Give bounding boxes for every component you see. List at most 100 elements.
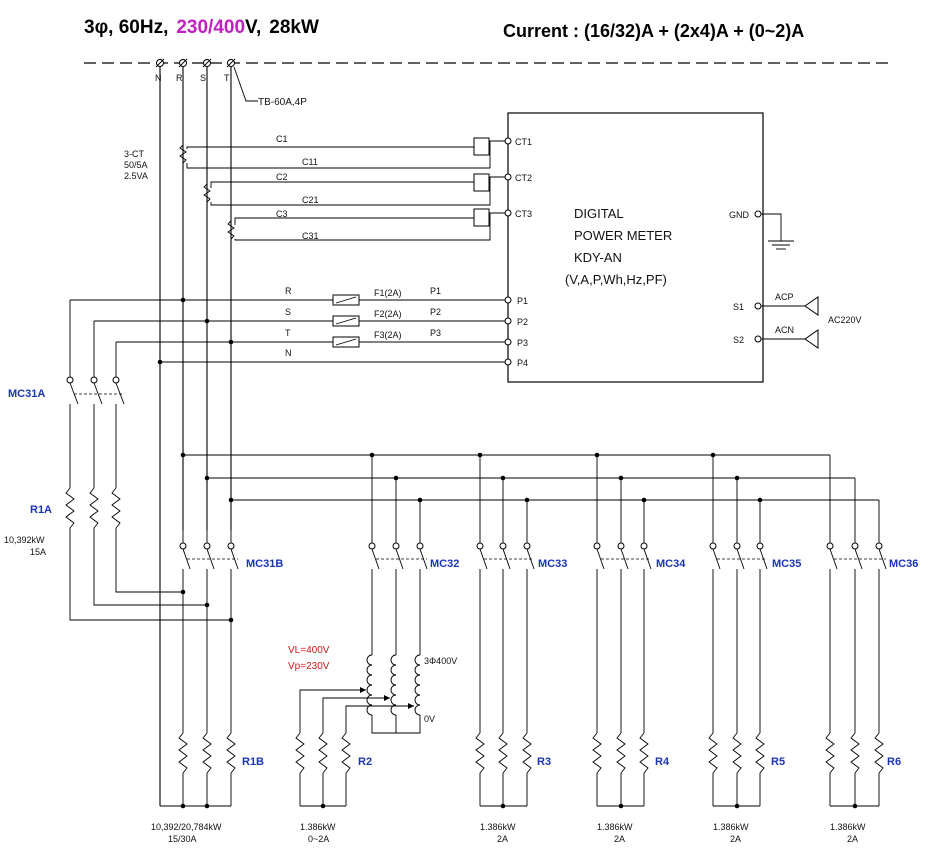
svg-text:C21: C21: [302, 195, 319, 205]
r4-rating-current: 2A: [614, 834, 625, 844]
svg-text:ACP: ACP: [775, 292, 794, 302]
fuses: [332, 294, 360, 348]
r3-label: R3: [537, 756, 551, 768]
svg-text:T: T: [285, 328, 291, 338]
r1b-label: R1B: [242, 756, 264, 768]
header-current-spec: Current : (16/32)A + (2x4)A + (0~2)A: [503, 21, 804, 41]
mc34-branch: [592, 452, 652, 809]
r1b-rating-power: 10,392/20,784kW: [151, 822, 222, 832]
terminal-block-label: TB-60A,4P: [258, 97, 307, 108]
r1a-resistor: [65, 487, 234, 623]
svg-text:S: S: [285, 307, 291, 317]
mc35-branch: [708, 452, 768, 809]
r1a-rating-current: 15A: [30, 547, 46, 557]
svg-text:P4: P4: [517, 358, 528, 368]
r3-rating-power: 1.386kW: [480, 822, 516, 832]
r1b-rating-current: 15/30A: [168, 834, 197, 844]
r5-rating-current: 2A: [730, 834, 741, 844]
phase-label-t: T: [224, 73, 230, 83]
svg-text:C2: C2: [276, 172, 288, 182]
mc31a-contactor: [66, 300, 125, 488]
transformer-rating: 3Φ400V: [424, 656, 457, 666]
svg-text:AC220V: AC220V: [828, 315, 862, 325]
svg-text:F2(2A): F2(2A): [374, 309, 402, 319]
svg-text:F1(2A): F1(2A): [374, 288, 402, 298]
r1a-label: R1A: [30, 504, 52, 516]
r6-label: R6: [887, 756, 901, 768]
r2-rating-current: 0~2A: [308, 834, 329, 844]
svg-text:DIGITAL: DIGITAL: [574, 206, 624, 221]
svg-text:P1: P1: [430, 286, 441, 296]
tb-leader-line: [233, 66, 258, 102]
phase-label-r: R: [176, 73, 183, 83]
mc36-label: MC36: [889, 558, 918, 570]
svg-text:2.5VA: 2.5VA: [124, 171, 148, 181]
potential-lines: [70, 296, 512, 366]
main-buses: [159, 67, 232, 806]
svg-text:GND: GND: [729, 210, 750, 220]
branch-buses: [180, 452, 879, 503]
r6-rating-current: 2A: [847, 834, 858, 844]
transformer-zero: 0V: [424, 714, 435, 724]
r3-rating-current: 2A: [497, 834, 508, 844]
mc34-label: MC34: [656, 558, 686, 570]
svg-text:ACN: ACN: [775, 325, 794, 335]
svg-text:C31: C31: [302, 231, 319, 241]
mc35-label: MC35: [772, 558, 801, 570]
svg-text:CT1: CT1: [515, 137, 532, 147]
transformer-vl: VL=400V: [288, 645, 330, 656]
r6-rating-power: 1.386kW: [830, 822, 866, 832]
svg-text:KDY-AN: KDY-AN: [574, 250, 622, 265]
svg-text:F3(2A): F3(2A): [374, 330, 402, 340]
meter-ct-terminals: CT1 CT2 CT3: [504, 137, 532, 219]
mc32-label: MC32: [430, 558, 459, 570]
mc31b-contactor: [179, 530, 239, 733]
svg-text:3-CT: 3-CT: [124, 149, 145, 159]
svg-text:R: R: [285, 286, 292, 296]
mc33-label: MC33: [538, 558, 567, 570]
svg-text:(V,A,P,Wh,Hz,PF): (V,A,P,Wh,Hz,PF): [565, 272, 667, 287]
svg-text:POWER METER: POWER METER: [574, 228, 672, 243]
mc31b-label: MC31B: [246, 558, 283, 570]
svg-text:N: N: [285, 348, 292, 358]
transformer-vp: Vp=230V: [288, 661, 330, 672]
terminal-block: [155, 58, 236, 68]
phase-label-s: S: [200, 73, 206, 83]
r1b-resistor: [160, 732, 236, 809]
svg-text:CT3: CT3: [515, 209, 532, 219]
svg-text:P2: P2: [430, 307, 441, 317]
r4-label: R4: [655, 756, 670, 768]
current-transformers: [179, 137, 546, 241]
r1a-rating-power: 10,392kW: [4, 535, 45, 545]
auto-transformer: [299, 654, 421, 734]
mc32-contactor: [368, 452, 428, 655]
mc36-branch: [825, 455, 887, 809]
phase-label-n: N: [155, 73, 162, 83]
svg-text:P3: P3: [517, 338, 528, 348]
svg-text:C3: C3: [276, 209, 288, 219]
r5-label: R5: [771, 756, 785, 768]
svg-text:C1: C1: [276, 134, 288, 144]
ct-spec-label: 3-CT 50/5A 2.5VA: [124, 149, 148, 181]
mc31a-label: MC31A: [8, 388, 45, 400]
r4-rating-power: 1.386kW: [597, 822, 633, 832]
potential-line-labels: R S T N F1(2A) F2(2A) F3(2A) P1 P2 P3 P1…: [285, 286, 528, 368]
svg-text:S2: S2: [733, 335, 744, 345]
ct-wire-labels: C1 C11 C2 C21 C3 C31: [276, 134, 319, 241]
aux-supply-terminals: S1 S2 ACP ACN AC220V: [733, 292, 862, 349]
r2-rating-power: 1.386kW: [300, 822, 336, 832]
ground-terminal: GND: [729, 210, 794, 250]
svg-text:50/5A: 50/5A: [124, 160, 148, 170]
r2-resistor: [295, 732, 351, 809]
digital-power-meter: [507, 112, 764, 383]
mc33-branch: [475, 452, 535, 809]
svg-text:C11: C11: [302, 157, 318, 167]
r2-label: R2: [358, 756, 372, 768]
r5-rating-power: 1.386kW: [713, 822, 749, 832]
svg-text:CT2: CT2: [515, 173, 532, 183]
power-meter-title: DIGITAL POWER METER KDY-AN (V,A,P,Wh,Hz,…: [565, 206, 672, 287]
svg-text:P1: P1: [517, 296, 528, 306]
svg-text:S1: S1: [733, 302, 744, 312]
svg-text:P2: P2: [517, 317, 528, 327]
